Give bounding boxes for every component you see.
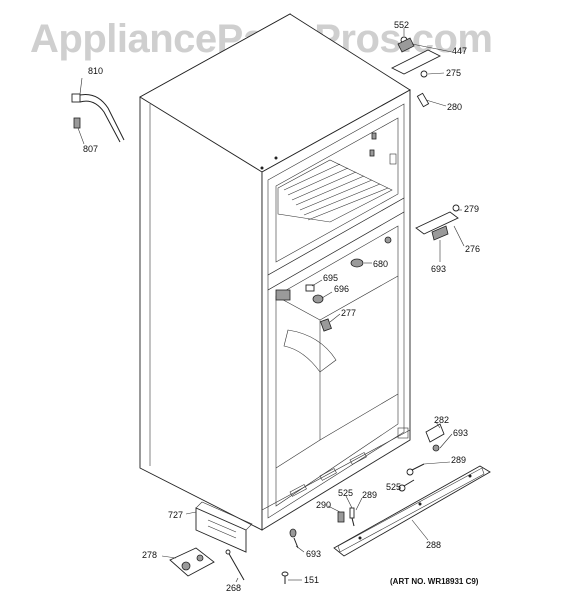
cabinet-bottom-strip	[261, 429, 411, 531]
crisper-cover	[283, 329, 337, 373]
hinge-screw	[420, 70, 428, 78]
bottom-hinge	[425, 423, 445, 443]
callout-288: 288	[426, 540, 441, 550]
callout-696: 696	[334, 284, 349, 294]
center-hinge-assembly	[415, 204, 460, 241]
fresh-food-liner	[275, 225, 399, 507]
drain-tube	[71, 93, 125, 143]
screw-525-b	[349, 507, 355, 519]
callout-810: 810	[88, 66, 103, 76]
hinge-shim	[397, 37, 415, 53]
fresh-food-opening	[267, 211, 405, 519]
screw-151	[281, 571, 289, 584]
callout-268: 268	[226, 583, 241, 593]
freezer-vent-hole	[369, 149, 375, 157]
screw-289	[411, 463, 425, 471]
callout-labels: 552 447 275 280 810 807 279 276 693 680 …	[83, 20, 480, 593]
callout-552: 552	[394, 20, 409, 30]
callout-693-mid: 693	[453, 428, 468, 438]
shelf-support	[320, 318, 332, 332]
bottom-slot-1	[289, 484, 307, 497]
cabinet-plug	[350, 258, 364, 268]
top-hinge-assembly	[390, 36, 442, 78]
leveling-rod	[227, 551, 245, 581]
callout-282: 282	[434, 415, 449, 425]
callout-277: 277	[341, 308, 356, 318]
bottom-slot-2	[319, 468, 337, 481]
bottom-hinge-mount	[397, 427, 409, 439]
roller-assembly	[169, 547, 215, 577]
callout-525-left: 525	[338, 488, 353, 498]
freezer-shelf	[277, 159, 393, 223]
top-hinge	[390, 49, 442, 75]
clip-290	[337, 511, 345, 523]
hinge-pin	[432, 444, 440, 452]
light-bulb	[312, 294, 324, 304]
callout-275: 275	[446, 68, 461, 78]
callout-680: 680	[373, 259, 388, 269]
liner-edge-2	[319, 275, 399, 321]
callout-695: 695	[323, 273, 338, 283]
callout-693-bottom: 693	[306, 549, 321, 559]
screw-dot	[274, 156, 278, 160]
callout-693-top: 693	[431, 264, 446, 274]
callout-807: 807	[83, 144, 98, 154]
callout-289-right: 289	[451, 455, 466, 465]
freezer-light-hole	[371, 132, 377, 140]
light-socket	[305, 284, 315, 292]
leader-lines	[77, 28, 465, 583]
callout-276: 276	[465, 244, 480, 254]
door-stop	[416, 92, 430, 108]
callout-279: 279	[464, 204, 479, 214]
callout-278: 278	[142, 550, 157, 560]
screw-dot	[260, 166, 264, 170]
light-housing	[275, 289, 291, 301]
freezer-liner	[275, 117, 399, 263]
bottom-rail	[333, 465, 491, 557]
freezer-damper	[389, 153, 397, 165]
callout-290: 290	[316, 500, 331, 510]
callout-280: 280	[447, 102, 462, 112]
screw-525	[403, 479, 415, 487]
liner-edge-5	[275, 439, 321, 469]
bottom-slot-3	[349, 452, 367, 465]
callout-289-left: 289	[362, 490, 377, 500]
thermostat-knob-hole	[384, 236, 392, 244]
art-number: (ART NO. WR18931 C9)	[390, 577, 479, 586]
callout-447: 447	[452, 46, 467, 56]
toe-grille	[195, 501, 253, 553]
refrigerator-cabinet	[139, 13, 411, 531]
callout-727: 727	[168, 510, 183, 520]
callout-151: 151	[304, 575, 319, 585]
screw-693	[289, 528, 299, 549]
liner-edge-4	[319, 393, 399, 441]
callout-525-right: 525	[386, 482, 401, 492]
